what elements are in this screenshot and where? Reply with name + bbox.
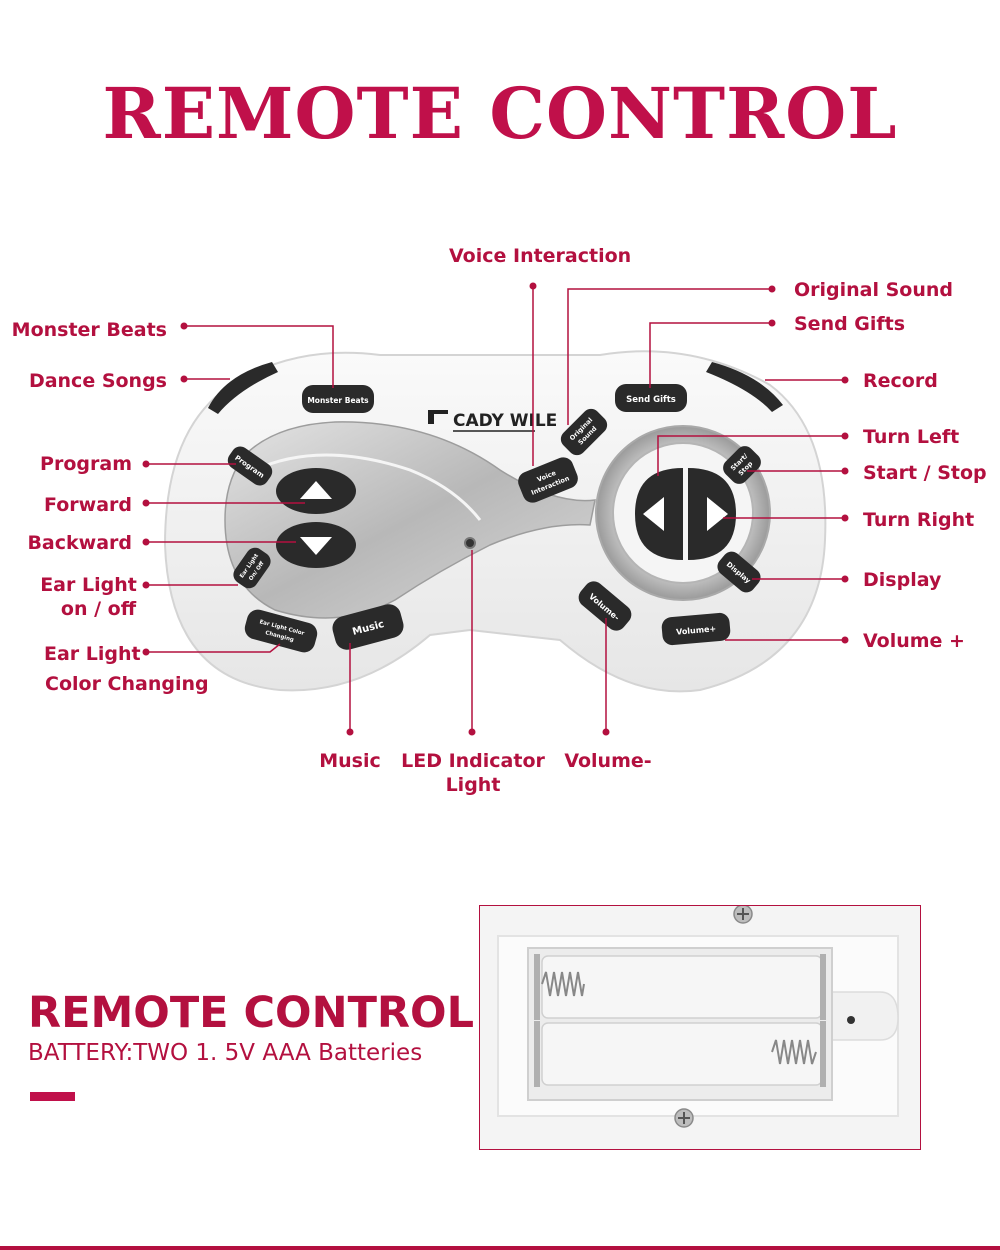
up-arrow-icon bbox=[300, 481, 332, 499]
label-forward: Forward bbox=[44, 494, 132, 516]
label-turn-left: Turn Left bbox=[863, 426, 960, 448]
down-arrow-icon bbox=[300, 537, 332, 555]
ear-light-color-button[interactable]: Ear Light Color Changing bbox=[242, 607, 319, 655]
backward-button[interactable] bbox=[276, 522, 356, 568]
left-arrow-icon bbox=[643, 497, 664, 531]
battery-section-title: REMOTE CONTROL bbox=[28, 988, 474, 1038]
label-record: Record bbox=[863, 370, 938, 392]
ear-light-onoff-button[interactable]: Ear Light On/ Off bbox=[230, 544, 274, 592]
right-arrow-icon bbox=[707, 497, 728, 531]
bottom-divider bbox=[0, 1246, 1000, 1250]
label-monster-beats: Monster Beats bbox=[11, 319, 167, 341]
label-original-sound: Original Sound bbox=[794, 279, 954, 301]
label-led-1: LED Indicator bbox=[401, 750, 545, 772]
label-display: Display bbox=[863, 569, 942, 591]
leader-lines bbox=[142, 282, 849, 736]
music-button[interactable]: Music bbox=[330, 602, 406, 653]
svg-text:Volume+: Volume+ bbox=[676, 624, 717, 636]
label-start-stop: Start / Stop bbox=[863, 462, 987, 484]
battery-compartment-photo bbox=[479, 905, 921, 1150]
turn-right-button[interactable] bbox=[688, 468, 736, 560]
svg-text:Monster Beats: Monster Beats bbox=[307, 396, 369, 405]
forward-button[interactable] bbox=[276, 468, 356, 514]
svg-text:Send Gifts: Send Gifts bbox=[626, 395, 676, 405]
label-dance-songs: Dance Songs bbox=[28, 370, 167, 392]
screw-icon bbox=[733, 906, 753, 924]
svg-text:CADY WILE: CADY WILE bbox=[453, 411, 557, 431]
spring-icon bbox=[541, 971, 817, 1065]
volume-plus-button[interactable]: Volume+ bbox=[661, 612, 731, 646]
label-send-gifts: Send Gifts bbox=[794, 313, 906, 335]
label-program: Program bbox=[40, 453, 132, 475]
battery-spec-text: BATTERY:TWO 1. 5V AAA Batteries bbox=[28, 1040, 423, 1066]
page-title: REMOTE CONTROL bbox=[102, 72, 898, 155]
label-ear-light-color-2: Color Changing bbox=[45, 673, 209, 695]
label-ear-light-color-1: Ear Light bbox=[44, 643, 141, 665]
label-volume-plus: Volume + bbox=[863, 630, 965, 652]
turn-left-button[interactable] bbox=[635, 468, 683, 560]
remote-diagram: CADY WILE Monster Beats Send Gifts Progr… bbox=[142, 282, 849, 736]
screw-icon bbox=[674, 1108, 694, 1128]
label-ear-light-onoff-2: on / off bbox=[60, 598, 137, 620]
accent-bar bbox=[30, 1092, 75, 1101]
send-gifts-button[interactable]: Send Gifts bbox=[615, 384, 687, 412]
label-turn-right: Turn Right bbox=[863, 509, 975, 531]
label-led-2: Light bbox=[445, 774, 501, 796]
monster-beats-button[interactable]: Monster Beats bbox=[302, 385, 374, 413]
label-voice-interaction: Voice Interaction bbox=[449, 245, 632, 267]
voice-interaction-button[interactable]: Voice Interaction bbox=[515, 454, 581, 505]
label-backward: Backward bbox=[27, 532, 132, 554]
label-ear-light-onoff-1: Ear Light bbox=[40, 574, 137, 596]
battery-compartment-illustration bbox=[480, 906, 920, 1149]
label-music: Music bbox=[319, 750, 381, 772]
brand-logo: CADY WILE bbox=[428, 410, 557, 432]
label-volume-minus: Volume- bbox=[564, 750, 652, 772]
display-button[interactable]: Display bbox=[714, 548, 764, 596]
start-stop-button[interactable]: Start/ Stop bbox=[719, 442, 764, 487]
